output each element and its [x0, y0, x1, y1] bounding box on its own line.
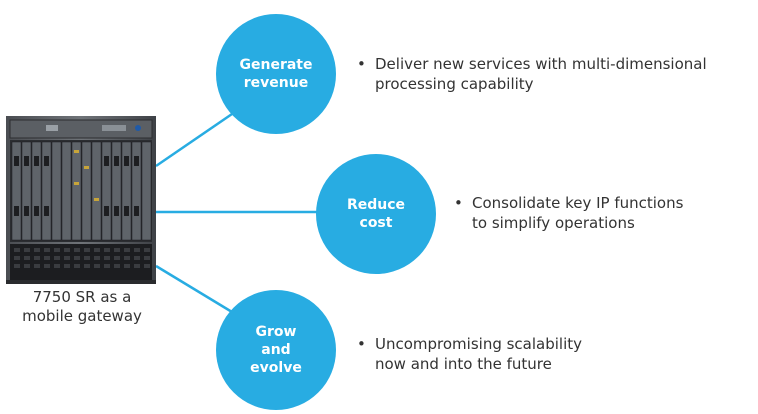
bullet-marker: • — [357, 55, 366, 73]
circle-title-line-1: Reduce — [346, 197, 406, 213]
bullet-marker: • — [454, 194, 463, 212]
bullet-marker: • — [357, 335, 366, 353]
bullet-text-line-1: Deliver new services with multi-dimensio… — [375, 55, 707, 73]
device-caption-line-2: mobile gateway — [22, 307, 142, 325]
device-caption-line-1: 7750 SR as a — [32, 288, 132, 306]
connector-grow-evolve — [155, 264, 233, 314]
circle-title-line-3: evolve — [250, 360, 302, 376]
circle-title-line-1: Generate — [239, 57, 313, 73]
bullet-text-line-1: Consolidate key IP functions — [472, 194, 684, 212]
device-caption: 7750 SR as a mobile gateway — [0, 288, 164, 326]
circle-title-line-2: and — [261, 342, 291, 358]
grow-evolve-circle: Grow and evolve — [216, 290, 336, 410]
circle-title-line-2: cost — [359, 215, 393, 231]
bullet-text-line-1: Uncompromising scalability — [375, 335, 583, 353]
benefit-bullet-reduce-cost: • Consolidate key IP functions to simpli… — [454, 193, 744, 233]
benefit-bullet-grow-evolve: • Uncompromising scalability now and int… — [357, 334, 657, 374]
connector-generate-revenue — [155, 112, 233, 168]
bullet-text-line-2: now and into the future — [375, 355, 552, 373]
circle-title-line-2: revenue — [243, 75, 309, 91]
bullet-text-line-2: to simplify operations — [472, 214, 635, 232]
circle-title-line-1: Grow — [255, 324, 297, 340]
generate-revenue-circle: Generate revenue — [216, 14, 336, 134]
bullet-text-line-2: processing capability — [375, 75, 534, 93]
reduce-cost-circle: Reduce cost — [316, 154, 436, 274]
router-chassis-image — [6, 116, 156, 284]
benefit-bullet-generate-revenue: • Deliver new services with multi-dimens… — [357, 54, 757, 94]
